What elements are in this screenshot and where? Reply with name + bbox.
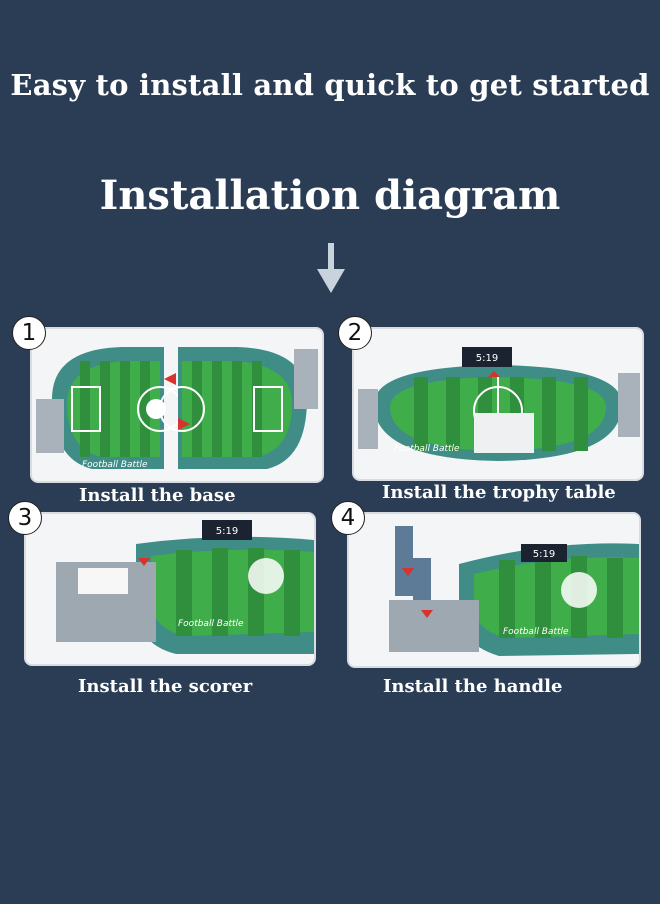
- scoreboard-text: 5:19: [476, 353, 498, 364]
- page-title: Installation diagram: [99, 172, 561, 219]
- step-number-badge: 4: [331, 501, 365, 535]
- step-1-image: Football Battle: [30, 327, 324, 483]
- product-label: Football Battle: [394, 444, 460, 454]
- step-number-badge: 3: [8, 501, 42, 535]
- down-arrow-icon: [317, 243, 345, 293]
- step-number-badge: 1: [12, 316, 46, 350]
- product-label: Football Battle: [82, 460, 148, 470]
- step-3-image: 5:19 Football Battle: [24, 512, 316, 666]
- step-2-caption: Install the trophy table: [382, 482, 616, 503]
- step-2-image: 5:19 Football Battle: [352, 327, 644, 481]
- step-4-caption: Install the handle: [383, 676, 563, 697]
- step-4-image: 5:19 Football Battle: [347, 512, 641, 668]
- step-1-caption: Install the base: [79, 485, 236, 506]
- step-3-caption: Install the scorer: [78, 676, 253, 697]
- product-label: Football Battle: [178, 619, 244, 629]
- step-number-badge: 2: [338, 316, 372, 350]
- scoreboard-text: 5:19: [216, 526, 238, 537]
- headline: Easy to install and quick to get started: [10, 68, 650, 102]
- product-label: Football Battle: [503, 627, 569, 637]
- scoreboard-text: 5:19: [533, 549, 555, 560]
